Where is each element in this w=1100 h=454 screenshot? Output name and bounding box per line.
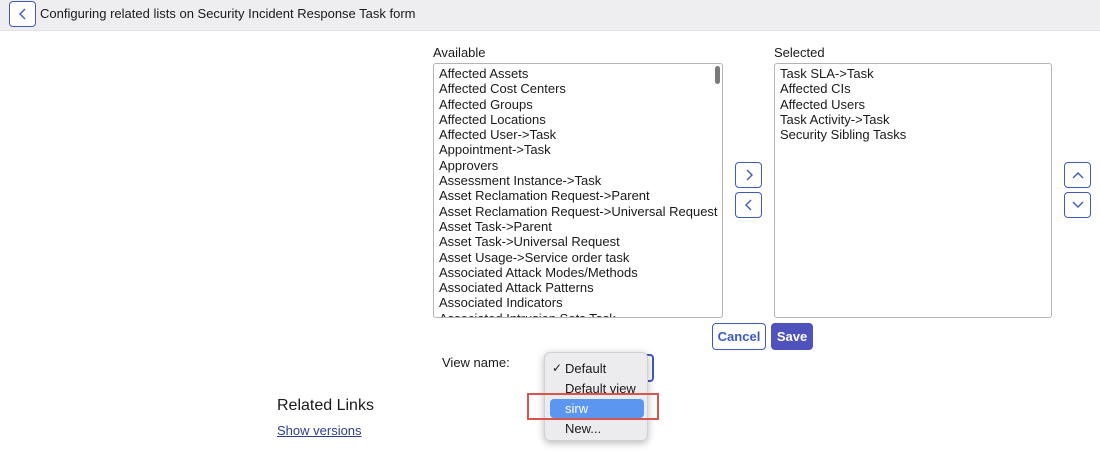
move-down-button[interactable] <box>1064 192 1091 218</box>
available-list-item[interactable]: Affected Assets <box>439 66 529 81</box>
available-list-item[interactable]: Asset Reclamation Request->Universal Req… <box>439 203 718 219</box>
chevron-left-icon <box>18 8 25 20</box>
selected-list-item[interactable]: Affected CIs <box>780 81 851 97</box>
view-name-label: View name: <box>442 355 510 370</box>
available-list-item[interactable]: Affected Cost Centers <box>439 81 566 97</box>
add-to-selected-button[interactable] <box>735 162 762 188</box>
available-list-item[interactable]: Associated Attack Patterns <box>439 280 594 296</box>
view-option-new[interactable]: New... <box>550 419 644 438</box>
available-list-item[interactable]: Associated Attack Modes/Methods <box>439 264 638 280</box>
chevron-up-icon <box>1072 172 1083 179</box>
available-scrollbar[interactable] <box>715 66 720 84</box>
available-list-item[interactable]: Asset Reclamation Request->Parent <box>439 188 650 204</box>
save-button[interactable]: Save <box>771 323 813 350</box>
view-option-default-view[interactable]: Default view <box>550 379 644 398</box>
available-list-item[interactable]: Associated Intrusion Sets Task <box>434 311 722 317</box>
view-option-default[interactable]: ✓ Default <box>550 359 644 378</box>
selected-label: Selected <box>774 45 825 60</box>
page-title: Configuring related lists on Security In… <box>40 6 416 21</box>
selected-list-item[interactable]: Task Activity->Task <box>780 111 890 127</box>
related-links-title: Related Links <box>277 397 374 414</box>
chevron-down-icon <box>1072 201 1083 208</box>
available-list-item[interactable]: Asset Task->Parent <box>439 218 552 234</box>
available-label: Available <box>433 45 486 60</box>
checkmark-icon: ✓ <box>552 361 563 375</box>
selected-list-item[interactable]: Task SLA->Task <box>780 66 874 81</box>
remove-from-selected-button[interactable] <box>735 192 762 218</box>
available-list-item[interactable]: Asset Task->Universal Request <box>439 234 620 250</box>
available-list-item[interactable]: Assessment Instance->Task <box>439 173 602 189</box>
available-list-item[interactable]: Appointment->Task <box>439 142 551 158</box>
available-list-item[interactable]: Affected User->Task <box>439 127 557 143</box>
chevron-left-icon <box>744 199 751 211</box>
chevron-right-icon <box>746 169 753 181</box>
available-list-item[interactable]: Affected Locations <box>439 111 546 127</box>
available-list-item[interactable]: Approvers <box>439 157 499 173</box>
view-name-dropdown: ✓ Default Default view sirw New... <box>544 352 648 441</box>
available-list-item[interactable]: Affected Groups <box>439 96 533 112</box>
selected-list-item[interactable]: Affected Users <box>780 96 866 112</box>
available-list-item[interactable]: Asset Usage->Service order task <box>439 249 630 265</box>
view-option-label: sirw <box>565 401 589 416</box>
move-up-button[interactable] <box>1064 162 1091 188</box>
selected-list-item[interactable]: Security Sibling Tasks <box>780 127 907 143</box>
page-header: Configuring related lists on Security In… <box>0 0 1100 31</box>
cancel-button[interactable]: Cancel <box>712 323 766 350</box>
available-list-item[interactable]: Associated Indicators <box>439 295 563 311</box>
view-option-label: Default <box>565 361 607 376</box>
view-option-label: Default view <box>565 381 636 396</box>
view-option-sirw[interactable]: sirw <box>550 399 644 418</box>
back-button[interactable] <box>9 1 36 27</box>
show-versions-link[interactable]: Show versions <box>277 423 362 438</box>
view-option-label: New... <box>565 421 602 436</box>
